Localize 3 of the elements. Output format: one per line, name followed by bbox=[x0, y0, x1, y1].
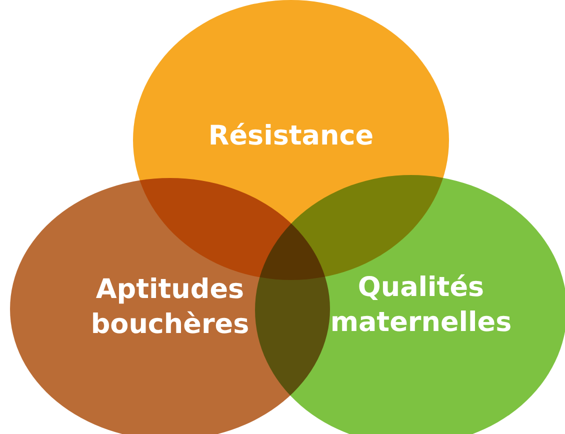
circle-label: Qualités maternelles bbox=[329, 270, 513, 340]
circle-label: Résistance bbox=[207, 119, 375, 154]
circle-label: Aptitudes bouchères bbox=[90, 272, 250, 342]
